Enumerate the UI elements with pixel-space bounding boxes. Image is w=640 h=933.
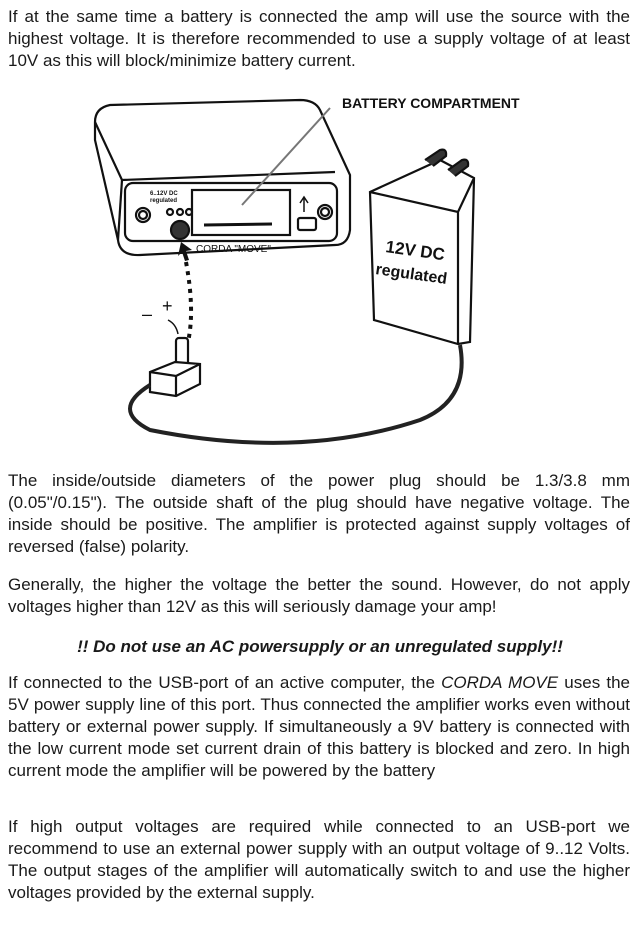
usb-power-paragraph: If connected to the USB-port of an activ… xyxy=(8,672,630,782)
power-plug xyxy=(148,336,202,398)
input-voltage-label: 6..12V DC xyxy=(150,191,178,197)
power-cable xyxy=(128,344,464,445)
polarity-arrow xyxy=(167,319,179,335)
external-supply-paragraph: If high output voltages are required whi… xyxy=(8,817,630,902)
device-name-label: CORDA "MOVE" xyxy=(196,244,271,255)
power-connection-diagram: BATTERY COMPARTMENT 6..12V DC regulated … xyxy=(93,95,520,445)
minus-sign: – xyxy=(142,304,152,324)
input-regulated-label: regulated xyxy=(150,198,177,204)
arrow-icon xyxy=(178,242,192,261)
battery-compartment-label: BATTERY COMPARTMENT xyxy=(342,95,520,111)
usb-text-end: uses the 5V power supply line of this po… xyxy=(8,673,630,780)
amplifier-illustration xyxy=(93,98,352,257)
plus-sign: + xyxy=(162,296,173,316)
plug-diameter-paragraph: The inside/outside diameters of the powe… xyxy=(8,471,630,556)
battery-pointer-line xyxy=(241,107,331,206)
dotted-connection-line xyxy=(184,261,194,343)
usb-text-start: If connected to the USB-port of an activ… xyxy=(8,673,435,692)
intro-paragraph: If at the same time a battery is connect… xyxy=(8,7,630,70)
product-name: CORDA MOVE xyxy=(441,673,559,692)
power-adapter xyxy=(368,148,476,346)
voltage-advice-paragraph: Generally, the higher the voltage the be… xyxy=(8,575,630,616)
warning-heading: !! Do not use an AC powersupply or an un… xyxy=(77,637,563,656)
